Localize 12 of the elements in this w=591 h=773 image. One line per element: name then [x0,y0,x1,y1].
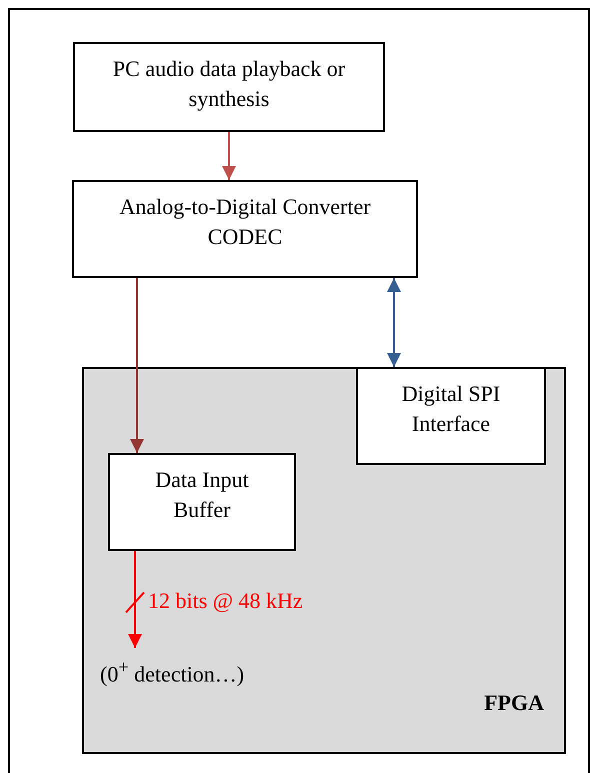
fpga-region [82,367,566,754]
process-box [72,180,418,278]
box-label: Digital SPI Interface [400,380,502,438]
process-box [356,367,546,465]
region-title: FPGA [484,690,544,716]
box-label: Data Input Buffer [154,466,250,524]
process-box [73,42,385,132]
edge-label: 12 bits @ 48 kHz [148,588,303,614]
process-box [108,453,296,551]
box-label: PC audio data playback or synthesis [112,55,346,113]
note-text: (0$^{+}$ detection…) [100,652,285,684]
box-label: Analog-to-Digital Converter CODEC [118,193,372,251]
